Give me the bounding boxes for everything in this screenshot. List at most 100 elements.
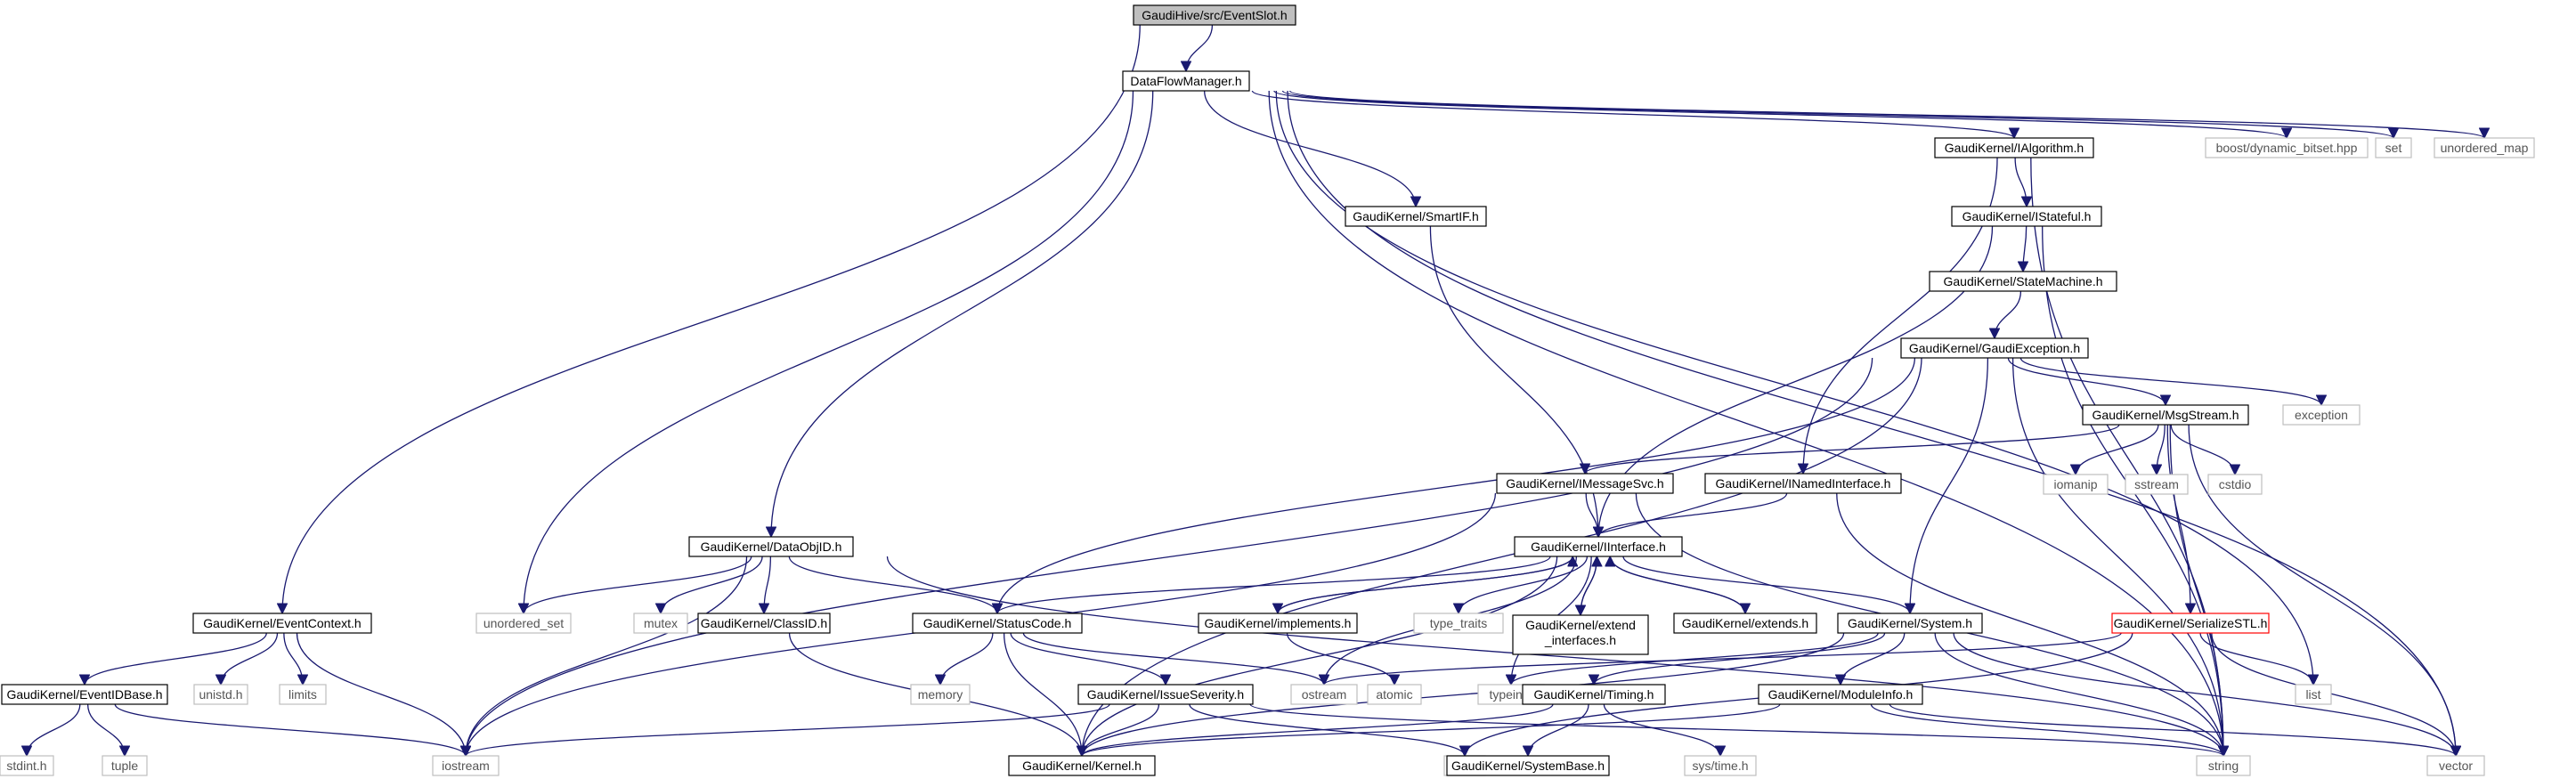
node-msgstream[interactable]: GaudiKernel/MsgStream.h — [2082, 404, 2249, 426]
edge-dataobjid-to-iostream — [466, 556, 748, 756]
edge-serializestl-to-ostream — [1324, 632, 2122, 686]
node-unordered_map: unordered_map — [2434, 137, 2535, 158]
node-dataobjid-label: GaudiKernel/DataObjID.h — [701, 540, 842, 554]
node-istateful[interactable]: GaudiKernel/IStateful.h — [1951, 206, 2102, 227]
node-ostream-box — [1290, 684, 1358, 705]
node-kernel-label: GaudiKernel/Kernel.h — [1022, 759, 1142, 773]
node-exception: exception — [2282, 404, 2361, 426]
edge-eventcontext-to-eventidbase — [85, 632, 267, 686]
node-serializestl-box — [2111, 613, 2270, 634]
node-unordered_map-label: unordered_map — [2441, 141, 2529, 155]
edge-dataobjid-to-statuscode — [788, 556, 997, 614]
node-memory: memory — [910, 684, 971, 705]
node-inamedinterface-box — [1704, 473, 1902, 494]
node-iostream: iostream — [432, 755, 500, 776]
edge-statuscode-to-issueseverity — [1010, 632, 1166, 686]
edge-dfm-to-dynbitset — [1273, 90, 2287, 139]
node-list-box — [2295, 684, 2332, 705]
edge-gaudiexception-to-msgstream — [2007, 357, 2166, 406]
node-issueseverity[interactable]: GaudiKernel/IssueSeverity.h — [1077, 684, 1254, 705]
node-timing-label: GaudiKernel/Timing.h — [1534, 687, 1654, 702]
edge-extend_interfaces-to-iinterface — [1580, 556, 1597, 616]
node-iinterface[interactable]: GaudiKernel/IInterface.h — [1514, 536, 1683, 557]
node-systembase[interactable]: GaudiKernel/SystemBase.h — [1446, 755, 1610, 776]
edge-system-to-string — [1934, 632, 2223, 756]
node-limits: limits — [279, 684, 327, 705]
edge-iinterface-to-statuscode — [997, 556, 1551, 614]
node-ialgorithm[interactable]: GaudiKernel/IAlgorithm.h — [1934, 137, 2094, 158]
nodes-layer: GaudiHive/src/EventSlot.hDataFlowManager… — [0, 4, 2535, 776]
node-moduleinfo-label: GaudiKernel/ModuleInfo.h — [1768, 687, 1914, 702]
node-eventslot[interactable]: GaudiHive/src/EventSlot.h — [1133, 4, 1296, 26]
node-extends[interactable]: GaudiKernel/extends.h — [1673, 613, 1817, 634]
node-serializestl[interactable]: GaudiKernel/SerializeSTL.h — [2111, 613, 2270, 634]
node-smartif[interactable]: GaudiKernel/SmartIF.h — [1345, 206, 1487, 227]
node-system[interactable]: GaudiKernel/System.h — [1837, 613, 1983, 634]
node-eventcontext-label: GaudiKernel/EventContext.h — [203, 616, 361, 630]
edge-dataobjid-to-unordered_set — [524, 556, 752, 614]
node-iomanip-label: iomanip — [2053, 477, 2097, 491]
node-kernel[interactable]: GaudiKernel/Kernel.h — [1008, 755, 1156, 776]
edge-eventidbase-to-tuple — [86, 703, 125, 757]
edge-extends-to-iinterface — [1610, 556, 1746, 614]
edge-moduleinfo-to-string — [1870, 703, 2223, 757]
node-implements-box — [1198, 613, 1358, 634]
node-cstdio: cstdio — [2207, 474, 2263, 495]
edge-system-to-vector — [1953, 632, 2456, 756]
node-memory-box — [910, 684, 971, 705]
node-extend_interfaces[interactable]: GaudiKernel/extend_interfaces.h — [1512, 614, 1649, 655]
node-tuple: tuple — [102, 755, 148, 776]
node-dfm[interactable]: DataFlowManager.h — [1122, 70, 1250, 92]
node-string-label: string — [2208, 759, 2239, 773]
node-cstdio-box — [2207, 474, 2263, 495]
node-implements-label: GaudiKernel/implements.h — [1205, 616, 1352, 630]
edge-dfm-to-ialgorithm — [1251, 90, 2014, 139]
node-gaudiexception[interactable]: GaudiKernel/GaudiException.h — [1900, 337, 2089, 359]
node-atomic-box — [1367, 684, 1422, 705]
node-eventidbase[interactable]: GaudiKernel/EventIDBase.h — [1, 684, 168, 705]
node-statuscode[interactable]: GaudiKernel/StatusCode.h — [912, 613, 1083, 634]
node-unistd-box — [193, 684, 248, 705]
edge-moduleinfo-to-vector — [1889, 703, 2456, 757]
node-iinterface-label: GaudiKernel/IInterface.h — [1531, 540, 1666, 554]
edge-eventcontext-to-limits — [283, 632, 303, 685]
node-vector: vector — [2426, 755, 2485, 776]
node-dynbitset-label: boost/dynamic_bitset.hpp — [2216, 141, 2358, 155]
node-implements[interactable]: GaudiKernel/implements.h — [1198, 613, 1358, 634]
node-timing[interactable]: GaudiKernel/Timing.h — [1522, 684, 1666, 705]
edge-istateful-to-statemachine — [2023, 225, 2027, 272]
node-statemachine-label: GaudiKernel/StateMachine.h — [1944, 274, 2103, 288]
node-type_traits: type_traits — [1413, 613, 1504, 634]
edge-eventslot-to-eventcontext — [282, 24, 1141, 613]
node-issueseverity-box — [1077, 684, 1254, 705]
node-moduleinfo[interactable]: GaudiKernel/ModuleInfo.h — [1758, 684, 1923, 705]
node-imessagesvc[interactable]: GaudiKernel/IMessageSvc.h — [1496, 473, 1674, 494]
node-dynbitset-box — [2205, 137, 2369, 158]
edge-system-to-moduleinfo — [1841, 632, 1906, 686]
edge-gaudiexception-to-iostream — [466, 357, 1873, 756]
edge-issueseverity-to-string — [1249, 703, 2223, 757]
edge-dfm-to-vector — [1287, 90, 2456, 756]
edge-timing-to-systembase — [1528, 703, 1589, 757]
node-inamedinterface[interactable]: GaudiKernel/INamedInterface.h — [1704, 473, 1902, 494]
node-unordered_set-box — [475, 613, 572, 634]
node-limits-box — [279, 684, 327, 705]
edge-statuscode-to-ostream — [1022, 632, 1324, 686]
node-dfm-box — [1122, 70, 1250, 92]
node-eventcontext[interactable]: GaudiKernel/EventContext.h — [192, 613, 372, 634]
edge-issueseverity-to-iostream — [466, 703, 1110, 757]
edge-dfm-to-unordered_map — [1288, 90, 2484, 139]
edge-statemachine-to-gaudiexception — [1995, 290, 2022, 338]
node-iomanip-box — [2043, 474, 2109, 495]
node-classid[interactable]: GaudiKernel/ClassID.h — [697, 613, 831, 634]
edge-eventcontext-to-iostream — [296, 632, 466, 756]
edge-gaudiexception-to-kernel — [1082, 357, 1922, 756]
node-iomanip: iomanip — [2043, 474, 2109, 495]
node-unordered_set-label: unordered_set — [484, 616, 564, 630]
edge-dfm-to-dataobjid — [771, 90, 1154, 537]
node-dfm-label: DataFlowManager.h — [1130, 74, 1241, 88]
edge-dfm-to-string — [1268, 90, 2223, 756]
node-statemachine[interactable]: GaudiKernel/StateMachine.h — [1929, 271, 2117, 292]
edge-msgstream-to-iomanip — [2076, 424, 2159, 475]
node-dataobjid[interactable]: GaudiKernel/DataObjID.h — [688, 536, 854, 557]
